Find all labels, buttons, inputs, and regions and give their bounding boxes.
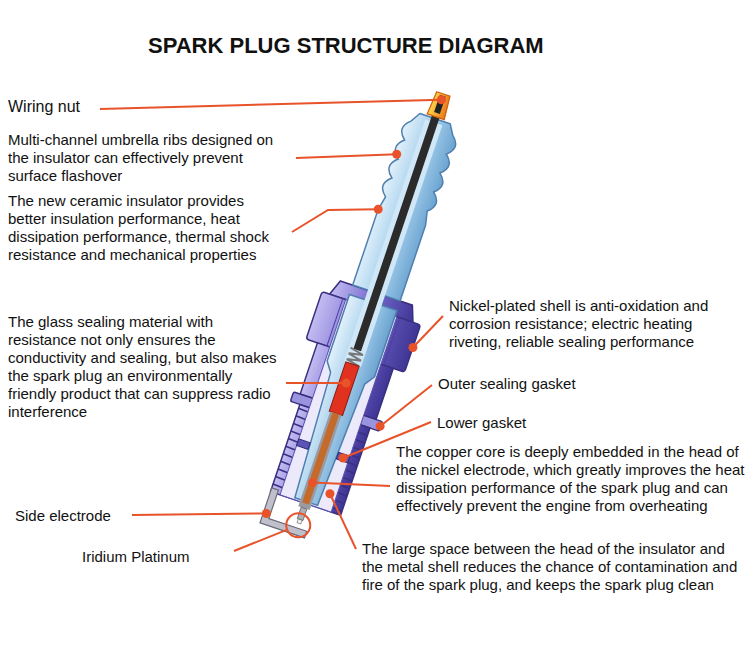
- leader-line: [286, 382, 346, 384]
- leader-line: [100, 100, 441, 109]
- iridium-tip: [297, 519, 302, 524]
- leader-dot: [308, 478, 317, 487]
- glass-seal-resistor: [329, 362, 359, 416]
- leader-line: [292, 209, 378, 232]
- leader-dot: [374, 205, 383, 214]
- callout-label: Nickel-plated shell is anti-oxidation an…: [449, 297, 747, 351]
- leader-dot: [408, 343, 417, 352]
- copper-core: [302, 412, 339, 504]
- callout-label: The glass sealing material with resistan…: [8, 313, 280, 421]
- lower-gasket: [297, 439, 311, 449]
- diagram-title: SPARK PLUG STRUCTURE DIAGRAM: [148, 33, 544, 59]
- leader-line: [132, 513, 266, 515]
- leader-line: [413, 316, 443, 348]
- callout-label: The new ceramic insulator provides bette…: [8, 192, 280, 264]
- callout-label: Iridium Platinum: [82, 548, 190, 566]
- callout-label: Side electrode: [15, 507, 111, 525]
- callout-label: Wiring nut: [8, 98, 80, 116]
- side-electrode: [260, 488, 316, 538]
- leader-dot: [325, 489, 334, 498]
- leader-dot: [339, 454, 348, 463]
- leader-dot: [437, 95, 446, 104]
- callout-label: Multi-channel umbrella ribs designed on …: [8, 131, 288, 185]
- center-rod: [353, 100, 444, 351]
- callout-label: The large space between the head of the …: [362, 540, 747, 594]
- leader-line: [330, 494, 356, 549]
- callout-label: Lower gasket: [437, 414, 526, 432]
- leader-dot: [262, 509, 271, 518]
- lower-gasket: [336, 452, 350, 462]
- terminal-core: [434, 95, 445, 114]
- highlight-ring: [286, 513, 310, 537]
- insulator-nose: [283, 295, 397, 510]
- leader-dot: [392, 150, 401, 159]
- leader-line: [380, 385, 432, 426]
- leader-dot: [376, 422, 385, 431]
- callout-label: The copper core is deeply embedded in th…: [396, 443, 746, 515]
- leader-dot: [342, 379, 351, 388]
- leader-line: [313, 483, 390, 486]
- leader-line: [234, 530, 286, 551]
- callout-label: Outer sealing gasket: [438, 375, 576, 393]
- leader-line: [296, 154, 397, 158]
- wiring-nut: [427, 91, 452, 119]
- nickel-electrode: [298, 411, 341, 510]
